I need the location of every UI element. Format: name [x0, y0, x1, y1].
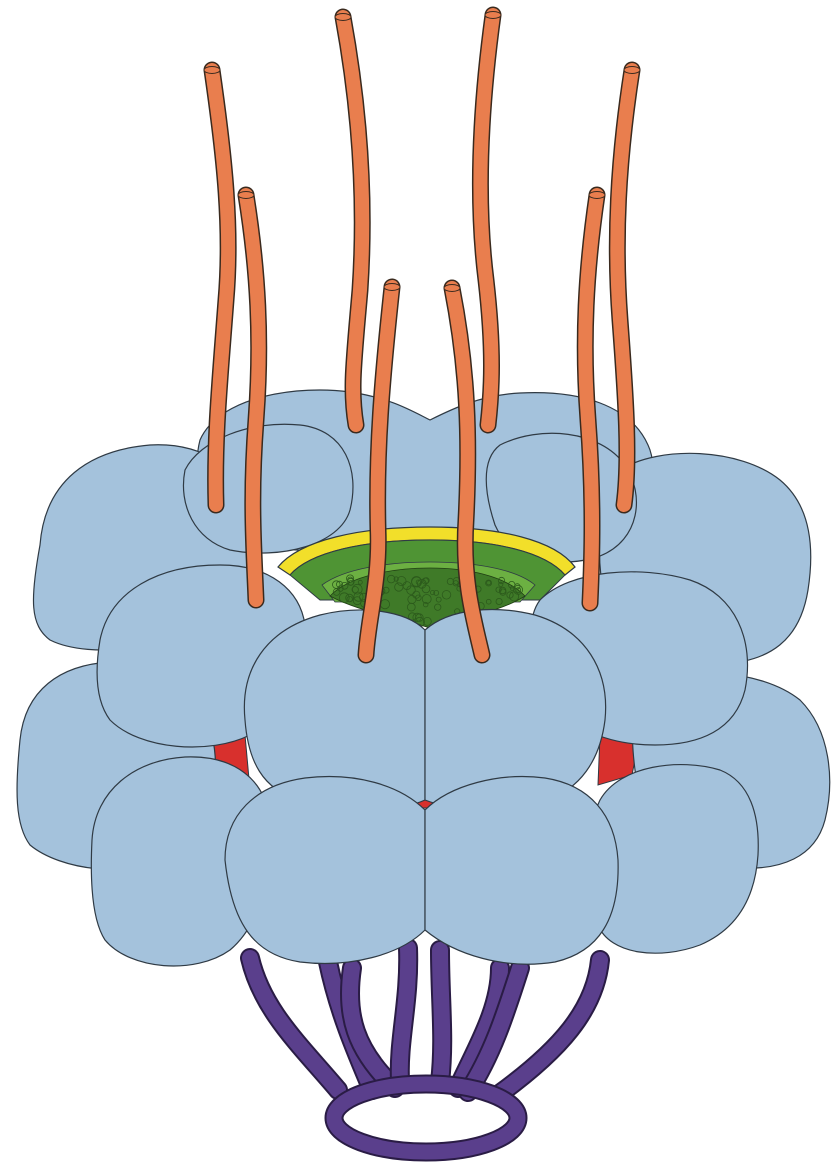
cap [278, 527, 575, 628]
rod-opening [444, 285, 460, 292]
rod-opening [238, 192, 254, 199]
rod [335, 14, 362, 426]
rod-body [585, 195, 597, 603]
rod-body [480, 15, 493, 425]
basket-leg [440, 950, 442, 1082]
rod [480, 12, 501, 426]
lobe [225, 777, 425, 964]
rod-opening [335, 14, 351, 21]
rod-body [246, 195, 259, 600]
rod-opening [384, 284, 400, 291]
basket-ring-fill [334, 1084, 518, 1152]
rod-opening [624, 67, 640, 74]
lobe [425, 777, 618, 965]
rod-opening [485, 12, 501, 19]
basket-legs [250, 948, 600, 1095]
basket [250, 948, 600, 1152]
rod-opening [204, 67, 220, 74]
basket-leg [400, 948, 408, 1080]
rod-opening [589, 192, 605, 199]
